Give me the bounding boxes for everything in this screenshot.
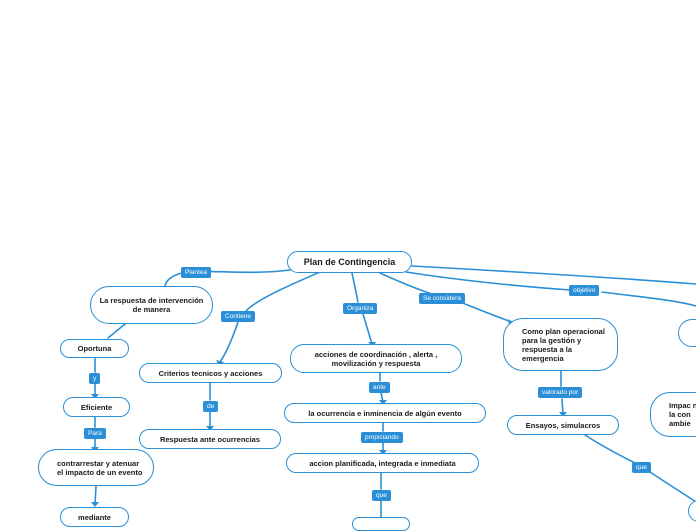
label-y: y [89,373,101,384]
node-acciones-coordinacion[interactable]: acciones de coordinación , alerta , movi… [290,344,462,373]
node-como-plan-text: Como plan operacional para la gestión y … [522,326,605,363]
node-respuesta-intervencion[interactable]: La respuesta de intervención de manera [90,286,213,324]
link-contrarrestar-mediante [94,485,97,505]
node-como-plan[interactable]: Como plan operacional para la gestión y … [503,318,618,371]
node-respuesta-ocurrencias-text: Respuesta ante ocurrencias [159,434,261,444]
link-respuesta-oportuna [107,323,126,339]
link-root-organiza [351,272,359,303]
link-seconsidera-comoplan [459,301,513,323]
link-que-next-right [649,471,696,503]
node-contrarrestar-text: contrarrestar y atenuar el impacto de un… [57,458,143,477]
label-propiciando: propiciando [361,432,403,443]
link-objetivo-right [601,291,696,307]
label-objetivo: objetivo [569,285,600,296]
link-contiene-criterios [219,321,239,363]
label-organiza: Organiza [343,303,378,314]
node-eficiente[interactable]: Eficiente [63,397,130,417]
label-contiene: Contiene [221,311,256,322]
node-accion-planificada[interactable]: accion planificada, integrada e inmediat… [286,453,479,473]
label-de: de [203,401,219,412]
link-root-objetivo [405,271,571,291]
node-next-center[interactable] [352,517,410,531]
link-organiza-acciones [362,313,373,345]
node-mediante[interactable]: mediante [60,507,129,527]
node-ensayos-text: Ensayos, simulacros [525,420,601,430]
node-oportuna-text: Oportuna [77,344,112,353]
node-eficiente-text: Eficiente [80,402,113,412]
node-ensayos[interactable]: Ensayos, simulacros [507,415,619,435]
link-root-contiene [244,271,321,313]
connector-lines [91,265,696,519]
node-accion-planificada-text: accion planificada, integrada e inmediat… [309,458,456,468]
node-mediante-text: mediante [78,512,111,522]
label-para: Para [84,428,106,439]
link-root-plantea [199,269,291,274]
link-root-seconsidera [379,272,433,295]
root-title: Plan de Contingencia [303,256,396,267]
link-ensayos-que [584,434,636,464]
node-oportuna[interactable]: Oportuna [60,339,129,358]
node-impacto-text: Impac negat la con ambie [669,401,696,428]
root-node[interactable]: Plan de Contingencia [287,251,412,273]
node-respuesta-intervencion-text: La respuesta de intervención de manera [99,296,204,314]
node-ocurrencia[interactable]: la ocurrencia e inminencia de algún even… [284,403,486,423]
node-respuesta-ocurrencias[interactable]: Respuesta ante ocurrencias [139,429,281,449]
node-criterios-text: Criterios tecnicos y acciones [158,368,263,378]
node-ocurrencia-text: la ocurrencia e inminencia de algún even… [308,408,462,418]
link-plantea-respuesta [164,272,183,288]
label-valorado-por: valorado por [538,387,583,398]
node-criterios[interactable]: Criterios tecnicos y acciones [139,363,282,383]
label-ante: ante [369,382,390,393]
label-se-considera: Se considera [419,293,465,304]
node-contrarrestar[interactable]: contrarrestar y atenuar el impacto de un… [38,449,154,486]
label-que-center: que [372,490,391,501]
label-plantea: Plantea [181,267,212,278]
node-acciones-coordinacion-text: acciones de coordinación , alerta , movi… [314,349,438,368]
link-valorado-ensayos [561,398,564,415]
node-impacto[interactable]: Impac negat la con ambie [650,392,696,437]
label-que-right: que [632,462,651,473]
link-root-right [411,265,696,285]
